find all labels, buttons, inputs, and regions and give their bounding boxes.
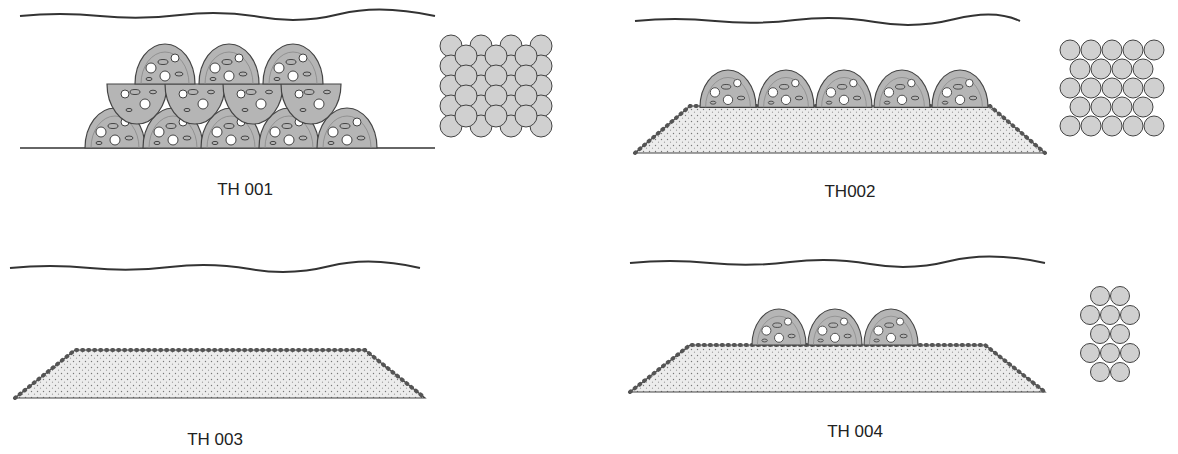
reef-ball: [135, 44, 195, 84]
reef-ball-plan: [1060, 116, 1080, 136]
reef-ball-plan: [1123, 40, 1143, 60]
reef-ball-plan: [1101, 306, 1120, 325]
reef-ball-plan: [455, 65, 477, 87]
reef-ball: [107, 84, 167, 124]
reef-ball-plan: [485, 85, 507, 107]
reef-ball-plan: [1121, 344, 1140, 363]
reef-ball-plan: [1112, 97, 1132, 117]
reef-ball: [758, 70, 814, 107]
reef-ball-plan: [1144, 116, 1164, 136]
reef-ball: [281, 84, 341, 124]
reef-ball-plan: [485, 105, 507, 127]
reef-ball-plan: [1081, 78, 1101, 98]
reef-ball-plan: [1102, 40, 1122, 60]
reef-ball-plan: [1133, 59, 1153, 79]
reef-ball-plan: [1101, 344, 1120, 363]
reef-ball-plan: [1081, 306, 1100, 325]
reef-ball: [932, 70, 988, 107]
reef-ball-plan: [515, 45, 537, 67]
reef-ball-plan: [485, 45, 507, 67]
reef-ball: [808, 309, 862, 345]
reef-ball-plan: [1091, 325, 1110, 344]
reef-ball-plan: [1111, 325, 1130, 344]
reef-ball-plan: [515, 65, 537, 87]
reef-ball-plan: [1133, 97, 1153, 117]
reef-ball: [752, 309, 806, 345]
reef-ball-plan: [1144, 40, 1164, 60]
reef-ball: [199, 44, 259, 84]
reef-ball-plan: [1091, 59, 1111, 79]
reef-ball-plan: [1081, 344, 1100, 363]
reef-ball-plan: [1091, 287, 1110, 306]
reef-ball-plan: [455, 45, 477, 67]
reef-ball-plan: [515, 105, 537, 127]
reef-ball-plan: [1102, 78, 1122, 98]
reef-ball: [263, 44, 323, 84]
reef-ball-plan: [1081, 116, 1101, 136]
reef-ball-plan: [1060, 40, 1080, 60]
configuration-label: TH 003: [187, 430, 243, 450]
reef-ball-plan: [485, 65, 507, 87]
reef-ball-plan: [1081, 40, 1101, 60]
reef-ball-plan: [1091, 97, 1111, 117]
reef-ball-plan: [1070, 97, 1090, 117]
reef-ball-plan: [1091, 363, 1110, 382]
reef-ball-plan: [1070, 59, 1090, 79]
reef-ball: [816, 70, 872, 107]
reef-ball-plan: [455, 85, 477, 107]
reef-ball: [165, 84, 225, 124]
configuration-label: TH 004: [827, 422, 883, 442]
reef-ball: [864, 309, 918, 345]
configuration-label: TH 001: [217, 180, 273, 200]
reef-ball-plan: [1123, 78, 1143, 98]
reef-ball-plan: [1111, 363, 1130, 382]
reef-ball: [700, 70, 756, 107]
reef-ball: [223, 84, 283, 124]
reef-ball-plan: [515, 85, 537, 107]
reef-ball-plan: [455, 105, 477, 127]
reef-ball-plan: [1123, 116, 1143, 136]
reef-ball-plan: [1102, 116, 1122, 136]
reef-ball-plan: [1112, 59, 1132, 79]
reef-ball-plan: [1111, 287, 1130, 306]
reef-ball-plan: [1121, 306, 1140, 325]
reef-ball-plan: [1144, 78, 1164, 98]
reef-ball-plan: [1060, 78, 1080, 98]
reef-ball: [874, 70, 930, 107]
configuration-label: TH002: [824, 182, 875, 202]
